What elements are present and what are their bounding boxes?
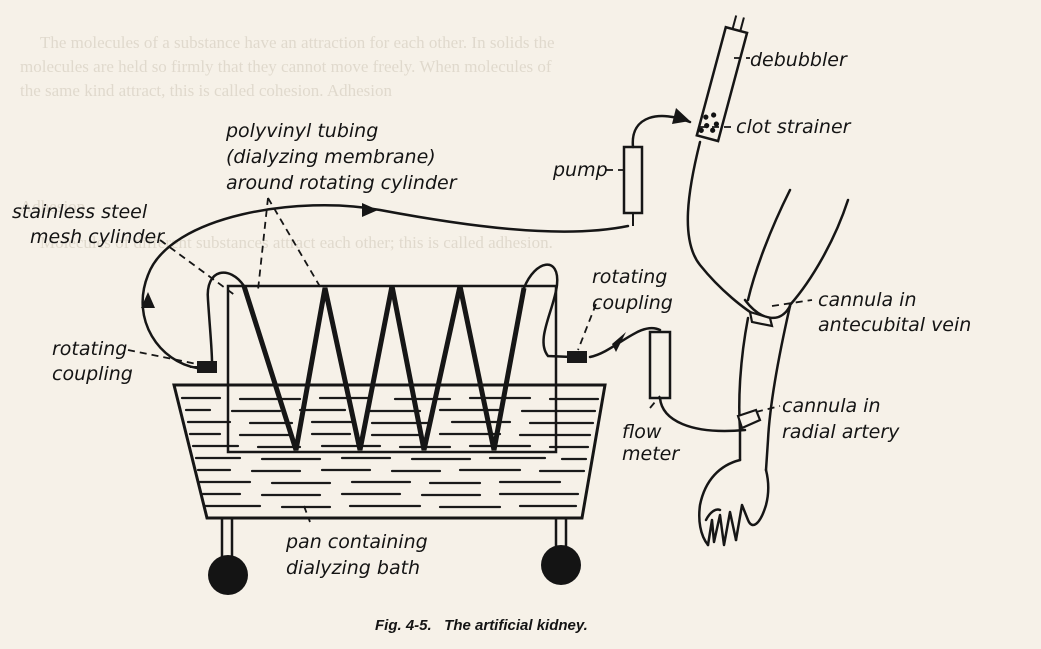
label-clot-strainer: clot strainer (736, 116, 852, 138)
label-coupling-left-2: coupling (52, 363, 133, 385)
bath-liquid-hatching (180, 396, 600, 509)
label-cannula-vein-2: antecubital vein (818, 314, 971, 336)
pump-device (622, 145, 644, 215)
bleed-line-3: the same kind attract, this is called co… (20, 81, 393, 100)
label-pump: pump (552, 159, 608, 181)
arrow-to-strainer (672, 108, 690, 124)
debubbler-device (695, 15, 749, 143)
arrow-left-tube (141, 292, 155, 308)
patient-arm (698, 188, 850, 547)
label-polyvinyl-1: polyvinyl tubing (225, 120, 378, 142)
label-cannula-artery-2: radial artery (782, 421, 900, 443)
cannula-artery (736, 408, 762, 430)
flow-meter-device (648, 330, 672, 400)
bleed-line-4: Adhesion (20, 197, 86, 216)
pan-outline (172, 383, 607, 520)
tube-meter-to-artery (658, 396, 747, 433)
right-coupling (567, 351, 587, 363)
label-coupling-left-1: rotating (52, 338, 127, 360)
label-coupling-right-1: rotating (592, 266, 667, 288)
dialyzing-pan (172, 383, 607, 595)
mesh-cylinder (226, 284, 558, 454)
bleed-through-text: The molecules of a substance have an att… (20, 33, 555, 252)
tube-strainer-to-vein (686, 140, 762, 320)
polyvinyl-tubing-coil (241, 285, 527, 451)
right-wheel (541, 545, 581, 585)
label-debubbler: debubbler (750, 49, 848, 71)
label-polyvinyl-2: (dialyzing membrane) (226, 146, 436, 168)
flow-arrows (141, 108, 690, 352)
label-polyvinyl-3: around rotating cylinder (226, 172, 458, 194)
label-cannula-artery-1: cannula in (782, 395, 881, 417)
figure-caption: Fig. 4-5. The artificial kidney. (375, 617, 588, 634)
tube-cylinder-left-loop (206, 271, 246, 364)
tube-cylinder-right-loop (522, 263, 574, 359)
label-pan-2: dialyzing bath (286, 557, 420, 579)
cannula-vein (748, 310, 774, 328)
label-pan-1: pan containing (285, 531, 428, 553)
couplings (190, 351, 587, 373)
leader-lines (127, 57, 813, 523)
label-flow-meter-1: flow (622, 421, 662, 443)
tube-coupling-to-meter (588, 326, 662, 359)
pan-legs (220, 518, 568, 560)
diagram-labels: debubbler clot strainer pump polyvinyl t… (12, 49, 971, 579)
label-coupling-right-2: coupling (592, 292, 673, 314)
arrow-top-tube (362, 203, 378, 217)
bleed-line-2: molecules are held so firmly that they c… (20, 57, 552, 76)
label-flow-meter-2: meter (622, 443, 680, 465)
cannulas (736, 310, 774, 430)
bleed-line-1: The molecules of a substance have an att… (40, 33, 555, 52)
arrow-to-meter (612, 332, 626, 352)
label-cannula-vein-1: cannula in (818, 289, 917, 311)
left-wheel (208, 555, 248, 595)
left-coupling (197, 361, 217, 373)
label-stainless-1: stainless steel (12, 201, 148, 223)
label-stainless-2: mesh cylinder (30, 226, 165, 248)
